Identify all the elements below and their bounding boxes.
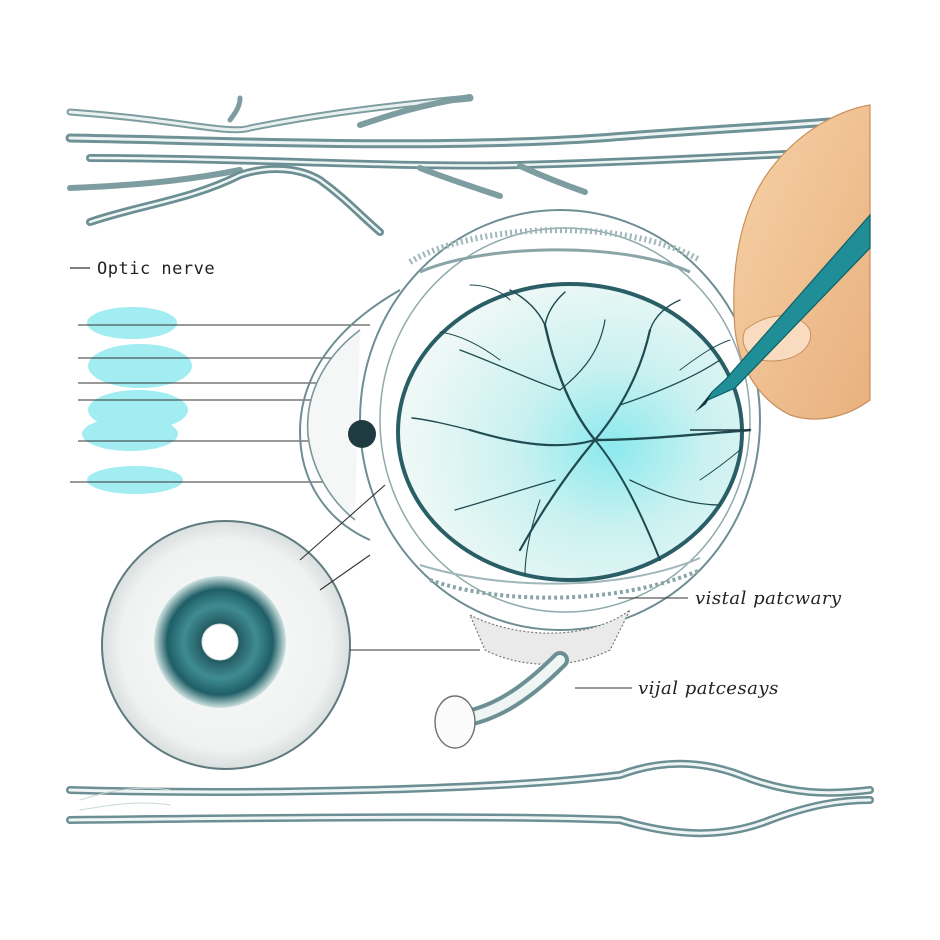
optic-nerve-label-group: Optic nerve [70,259,215,279]
top-nerve-bundle [65,94,835,236]
iris-detail [101,484,480,770]
retinal-vessels [411,284,752,576]
visual-pathways-label-group: vijal patcesays [575,678,779,699]
retina [396,282,744,582]
optic-nerve-stump [434,609,631,749]
iris-pupil [201,623,239,661]
visual-pathway-label-group: vistal patcwary [618,588,842,609]
swatch-2 [88,344,192,388]
visual-pathways-label: vijal patcesays [638,678,779,699]
swatch-5 [87,466,183,494]
swatch-4 [82,417,178,451]
pupil-dot [348,420,376,448]
hand-with-pen [695,104,871,420]
bottom-nerve-bundle [66,759,874,838]
optic-nerve-label: Optic nerve [97,259,215,279]
swatch-1 [87,307,177,339]
visual-pathway-label: vistal patcwary [695,588,842,609]
eyeball-cross-section [298,209,761,631]
leader-lines-left [70,324,370,483]
